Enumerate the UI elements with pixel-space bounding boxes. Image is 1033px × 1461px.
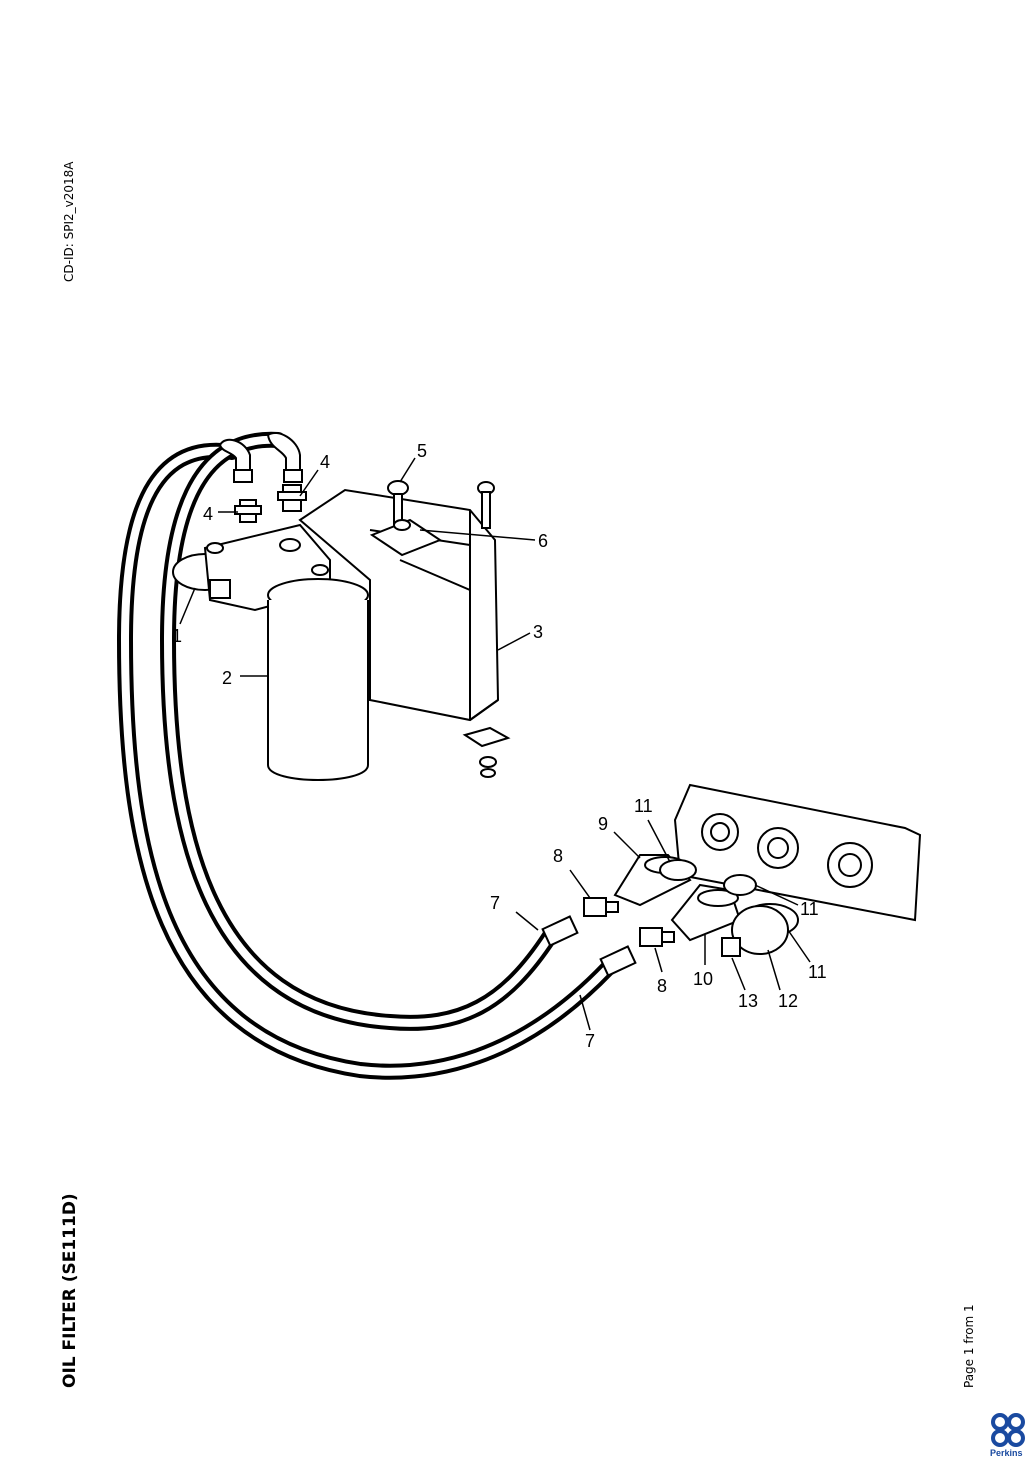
adapter-fittings (234, 484, 307, 523)
callout-13: 13 (738, 991, 758, 1011)
callout-7b: 7 (585, 1031, 595, 1051)
seals-and-cover (659, 859, 799, 957)
elbow-fittings (218, 432, 303, 483)
callout-4b: 4 (203, 504, 213, 524)
callout-4a: 4 (320, 452, 330, 472)
callout-5: 5 (417, 441, 427, 461)
callout-6: 6 (538, 531, 548, 551)
callout-1: 1 (172, 626, 182, 646)
callout-8b: 8 (657, 976, 667, 996)
engine-block (673, 783, 922, 922)
brand-name: Perkins (990, 1448, 1023, 1458)
connectors (583, 897, 675, 947)
callout-9: 9 (598, 814, 608, 834)
callout-11b: 11 (800, 899, 819, 919)
callout-11a: 11 (634, 796, 653, 816)
callout-10: 10 (693, 969, 713, 989)
callouts: 1 2 3 4 4 5 6 7 7 8 8 9 10 11 11 11 12 1… (172, 441, 827, 1051)
callout-3: 3 (533, 622, 543, 642)
bolt-set (369, 480, 495, 557)
hose-assembly (116, 431, 616, 1080)
hose-end-fittings (541, 915, 637, 977)
leader-lines (179, 457, 811, 1031)
callout-2: 2 (222, 668, 232, 688)
filter-canister (267, 578, 369, 781)
callout-8a: 8 (553, 846, 563, 866)
callout-7a: 7 (490, 893, 500, 913)
plate-and-nuts (462, 726, 511, 778)
perkins-logo-icon (991, 1413, 1025, 1447)
callout-12: 12 (778, 991, 798, 1011)
callout-11c: 11 (808, 962, 827, 982)
